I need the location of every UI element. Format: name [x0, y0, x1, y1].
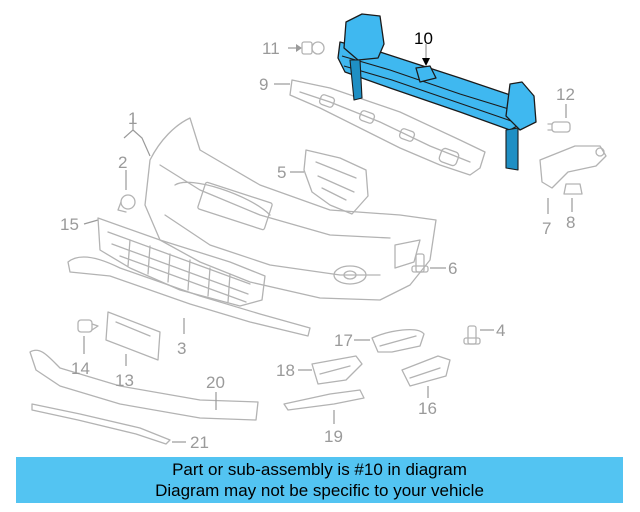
part-10-reinforcement-beam[interactable]	[337, 13, 537, 171]
callout-14: 14	[71, 359, 90, 378]
callout-11: 11	[262, 39, 280, 58]
part-13-plate-bracket	[105, 311, 161, 366]
callout-15: 15	[60, 215, 79, 234]
callout-10: 10	[414, 29, 433, 48]
banner-line-1: Part or sub-assembly is #10 in diagram	[172, 460, 467, 479]
part-4-screw	[463, 325, 494, 345]
part-2-clip	[117, 170, 136, 213]
callout-2: 2	[118, 153, 127, 172]
callout-5: 5	[277, 163, 286, 182]
part-6-screw	[411, 253, 446, 273]
callout-7: 7	[542, 219, 551, 238]
part-8-nut	[563, 183, 583, 212]
part-20-spoiler	[29, 349, 259, 421]
callout-6: 6	[448, 259, 457, 278]
banner-line-2: Diagram may not be specific to your vehi…	[155, 481, 484, 500]
callout-8: 8	[566, 213, 575, 232]
callout-20: 20	[206, 373, 225, 392]
callout-16: 16	[418, 399, 437, 418]
part-17-fog-cover	[354, 328, 425, 353]
callout-1: 1	[128, 109, 137, 128]
part-11-bolt	[288, 41, 325, 55]
part-12-bolt	[547, 104, 571, 133]
parts-diagram: 1 2 3 4 5 6 7 8 9 10 11 12 13 14 15 16 1…	[29, 13, 607, 452]
part-18-fog-cover	[298, 355, 363, 385]
info-banner: Part or sub-assembly is #10 in diagram D…	[16, 457, 623, 503]
callout-19: 19	[324, 427, 343, 446]
callout-13: 13	[115, 371, 134, 390]
callout-21: 21	[190, 433, 209, 452]
part-15-lower-grille	[83, 217, 266, 307]
part-7-side-bracket	[539, 145, 607, 214]
part-14-clip	[77, 319, 99, 354]
part-1-bumper-cover	[123, 117, 437, 301]
callout-9: 9	[259, 75, 268, 94]
part-3-trim-strip	[67, 256, 311, 337]
part-5-bracket	[290, 149, 369, 215]
callout-12: 12	[556, 85, 575, 104]
callout-17: 17	[334, 331, 353, 350]
callout-3: 3	[177, 339, 186, 358]
part-16-fog-cover	[401, 355, 451, 398]
part-9-absorber	[274, 79, 486, 176]
part-21-lower-strip	[31, 403, 186, 445]
callout-18: 18	[276, 361, 295, 380]
callout-4: 4	[496, 321, 505, 340]
part-19-trim-strip	[283, 389, 365, 424]
